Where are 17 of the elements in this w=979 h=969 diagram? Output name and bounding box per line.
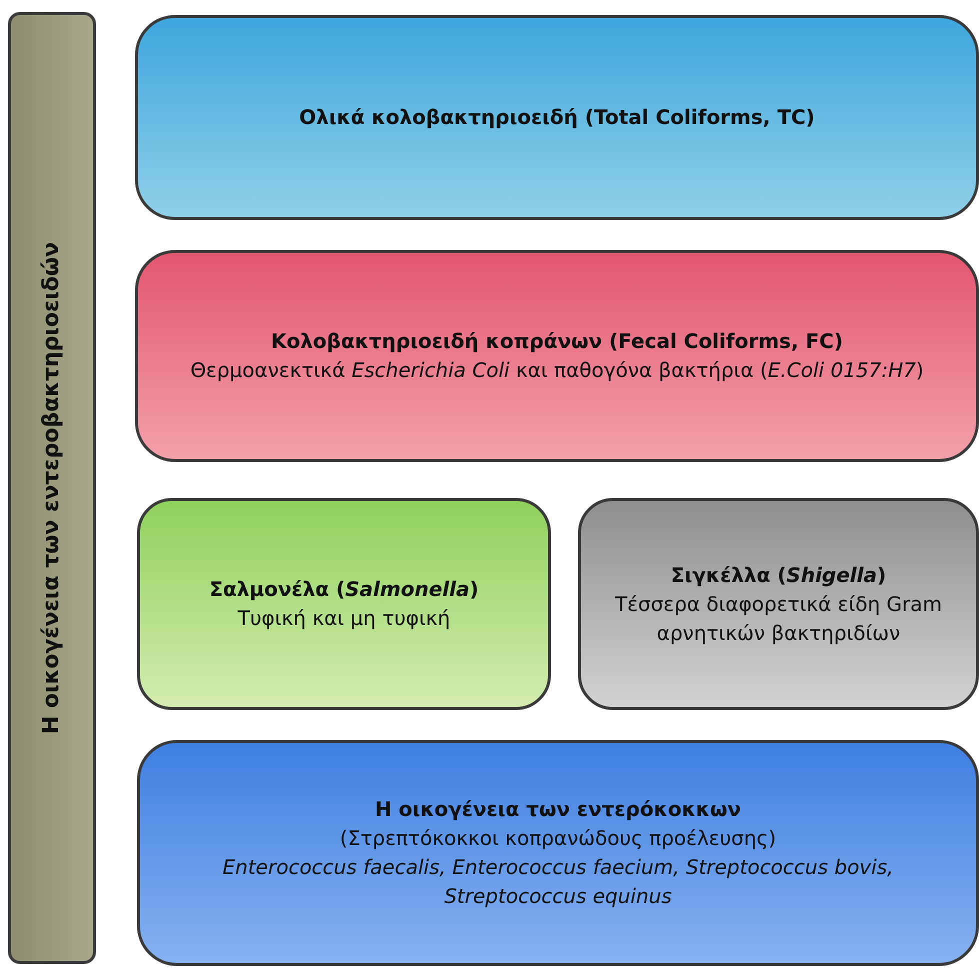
box-description: Τυφική και μη τυφική bbox=[238, 605, 450, 632]
box-heading: Κολοβακτηριοειδή κοπράνων (Fecal Coliforms, FC) bbox=[271, 328, 843, 355]
box-description: Enterococcus faecalis, Enterococcus faecium, Streptococcus bovis, Streptococcus equinus bbox=[222, 854, 894, 910]
category-box bbox=[137, 740, 979, 966]
box-heading: Η οικογένεια των εντερόκοκκων bbox=[374, 796, 741, 823]
category-box bbox=[578, 498, 979, 710]
box-heading: Σαλμονέλα (Salmonella) bbox=[209, 576, 479, 603]
category-box bbox=[135, 15, 979, 220]
vertical-band bbox=[8, 12, 96, 964]
box-description: (Στρεπτόκοκκοι κοπρανώδους προέλευσης) bbox=[340, 825, 776, 852]
box-heading: Σιγκέλλα (Shigella) bbox=[670, 562, 886, 588]
category-box bbox=[137, 498, 551, 710]
box-description: Τέσσερα διαφορετικά είδη Gram αρνητικών βακτηριδίων bbox=[614, 590, 943, 646]
box-heading: Ολικά κολοβακτηριοειδή (Total Coliforms, TC) bbox=[299, 104, 815, 131]
box-description: Θερμοανεκτικά Escherichia Coli και παθογόνα βακτήρια (E.Coli 0157:H7) bbox=[190, 357, 924, 384]
vertical-label: Η οικογένεια των εντεροβακτηριοειδών bbox=[38, 242, 66, 734]
category-box bbox=[135, 250, 979, 462]
